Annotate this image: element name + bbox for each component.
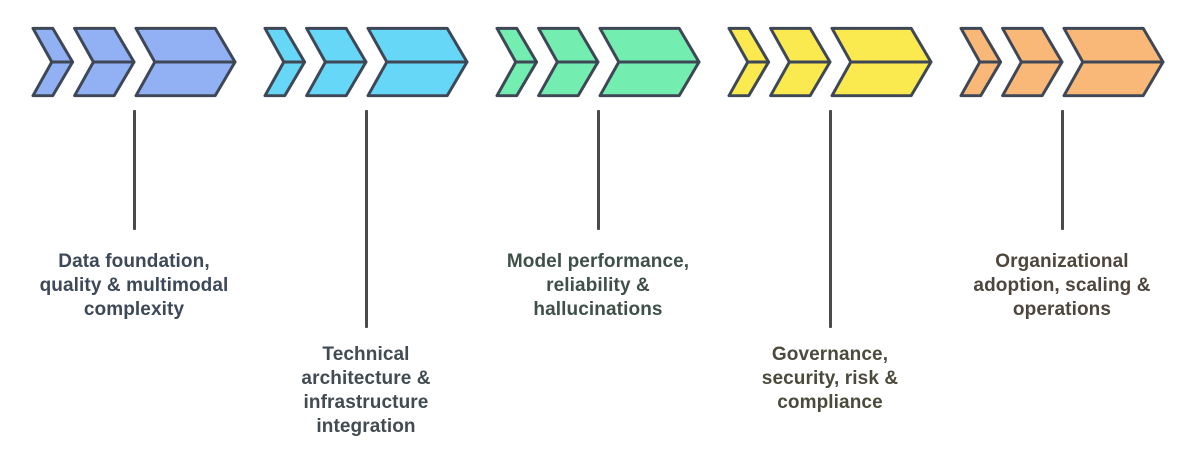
triple-chevron-arrows-icon <box>959 26 1165 98</box>
connector-line <box>1060 110 1064 230</box>
triple-chevron-arrows-icon <box>727 26 933 98</box>
connector-line <box>364 110 368 328</box>
connector-line <box>596 110 600 230</box>
connector-line <box>132 110 136 230</box>
triple-chevron-arrows-icon <box>31 26 237 98</box>
stage-3: Model performance,reliability &hallucina… <box>482 0 714 322</box>
stage-label: Model performance,reliability &hallucina… <box>506 251 690 320</box>
connector-line <box>828 110 832 328</box>
triple-chevron-arrows-icon <box>495 26 701 98</box>
triple-chevron-arrows-icon <box>263 26 469 98</box>
stage-label: Governance,security, risk &compliance <box>761 344 899 413</box>
stage-4: Governance,security, risk &compliance <box>714 0 946 415</box>
